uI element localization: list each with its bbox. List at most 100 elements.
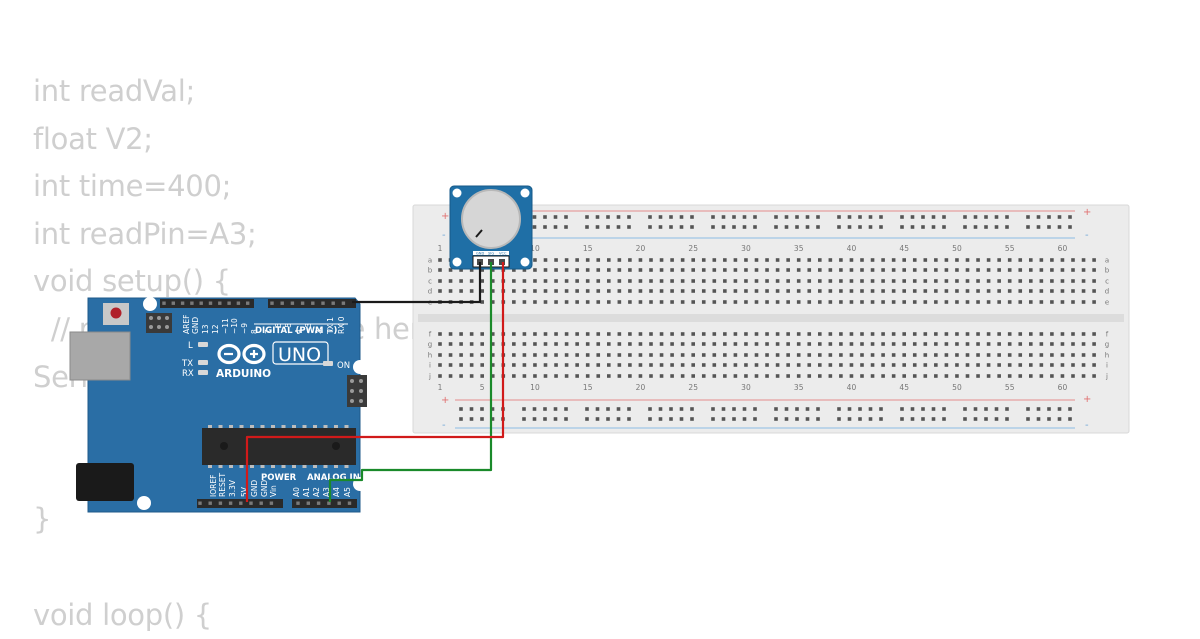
breadboard-hole[interactable] — [1092, 300, 1096, 304]
rail-hole[interactable] — [847, 225, 852, 229]
rail-hole[interactable] — [469, 417, 474, 421]
breadboard-hole[interactable] — [607, 363, 611, 367]
breadboard-hole[interactable] — [870, 300, 875, 304]
breadboard-hole[interactable] — [881, 353, 885, 357]
breadboard-hole[interactable] — [923, 268, 928, 272]
breadboard-hole[interactable] — [712, 289, 717, 293]
rail-hole[interactable] — [805, 215, 810, 219]
breadboard-hole[interactable] — [891, 300, 896, 304]
breadboard-hole[interactable] — [775, 300, 780, 304]
rail-hole[interactable] — [753, 407, 757, 411]
breadboard-hole[interactable] — [712, 332, 717, 336]
breadboard-hole[interactable] — [1060, 363, 1065, 367]
rail-hole[interactable] — [648, 417, 652, 421]
breadboard-hole[interactable] — [828, 258, 833, 262]
breadboard-hole[interactable] — [923, 258, 928, 262]
breadboard-hole[interactable] — [628, 289, 632, 293]
breadboard-hole[interactable] — [944, 300, 949, 304]
breadboard-hole[interactable] — [839, 374, 843, 378]
breadboard-hole[interactable] — [955, 279, 959, 283]
rail-hole[interactable] — [805, 417, 810, 421]
breadboard-hole[interactable] — [712, 342, 717, 346]
breadboard-hole[interactable] — [448, 279, 453, 283]
rail-hole[interactable] — [753, 417, 757, 421]
breadboard-hole[interactable] — [796, 300, 801, 304]
rail-hole[interactable] — [679, 215, 684, 219]
breadboard-hole[interactable] — [438, 363, 442, 367]
breadboard-hole[interactable] — [1081, 300, 1086, 304]
breadboard-hole[interactable] — [438, 332, 442, 336]
breadboard-hole[interactable] — [849, 363, 854, 367]
breadboard-hole[interactable] — [480, 289, 484, 293]
breadboard-hole[interactable] — [670, 289, 674, 293]
wire-signal[interactable] — [328, 262, 493, 502]
rail-hole[interactable] — [879, 215, 883, 219]
breadboard-hole[interactable] — [1039, 363, 1044, 367]
breadboard-hole[interactable] — [607, 258, 611, 262]
breadboard-hole[interactable] — [564, 258, 569, 262]
breadboard-hole[interactable] — [680, 279, 685, 283]
rail-hole[interactable] — [837, 215, 841, 219]
rail-hole[interactable] — [585, 225, 589, 229]
breadboard-hole[interactable] — [1081, 289, 1086, 293]
breadboard-hole[interactable] — [775, 289, 780, 293]
breadboard-hole[interactable] — [1029, 289, 1033, 293]
breadboard-hole[interactable] — [912, 363, 917, 367]
breadboard-hole[interactable] — [976, 332, 980, 336]
breadboard-hole[interactable] — [965, 258, 970, 262]
rail-hole[interactable] — [1068, 417, 1072, 421]
rail-hole[interactable] — [900, 407, 904, 411]
breadboard-hole[interactable] — [828, 279, 833, 283]
rail-hole[interactable] — [910, 215, 915, 219]
rail-hole[interactable] — [616, 225, 621, 229]
breadboard-hole[interactable] — [564, 342, 569, 346]
breadboard-hole[interactable] — [1029, 258, 1033, 262]
breadboard-hole[interactable] — [512, 268, 516, 272]
breadboard-hole[interactable] — [1060, 374, 1065, 378]
breadboard-hole[interactable] — [1007, 300, 1012, 304]
breadboard-hole[interactable] — [986, 268, 991, 272]
header-pin[interactable] — [236, 301, 241, 305]
breadboard-hole[interactable] — [944, 363, 949, 367]
breadboard-hole[interactable] — [680, 268, 685, 272]
breadboard-hole[interactable] — [902, 279, 906, 283]
breadboard-hole[interactable] — [765, 289, 769, 293]
breadboard-hole[interactable] — [564, 268, 569, 272]
breadboard-hole[interactable] — [533, 268, 537, 272]
header-pin[interactable] — [208, 501, 212, 505]
breadboard-hole[interactable] — [944, 268, 949, 272]
breadboard-hole[interactable] — [691, 353, 695, 357]
breadboard-hole[interactable] — [733, 363, 738, 367]
breadboard-hole[interactable] — [575, 342, 579, 346]
breadboard-hole[interactable] — [839, 332, 843, 336]
breadboard-hole[interactable] — [860, 342, 864, 346]
breadboard-hole[interactable] — [1060, 342, 1065, 346]
header-pin[interactable] — [341, 301, 346, 305]
breadboard-hole[interactable] — [934, 374, 938, 378]
rail-hole[interactable] — [606, 225, 610, 229]
breadboard-hole[interactable] — [554, 289, 558, 293]
breadboard-hole[interactable] — [997, 258, 1001, 262]
rail-hole[interactable] — [606, 407, 610, 411]
breadboard-hole[interactable] — [575, 268, 579, 272]
breadboard-hole[interactable] — [860, 300, 864, 304]
breadboard-hole[interactable] — [1050, 342, 1054, 346]
header-pin[interactable] — [300, 301, 305, 305]
rail-hole[interactable] — [931, 407, 936, 411]
breadboard-hole[interactable] — [902, 342, 906, 346]
analog-pin-header[interactable] — [292, 499, 357, 508]
breadboard-hole[interactable] — [701, 279, 706, 283]
breadboard-hole[interactable] — [554, 268, 558, 272]
potentiometer-knob[interactable] — [461, 189, 521, 249]
breadboard-hole[interactable] — [765, 332, 769, 336]
breadboard-hole[interactable] — [480, 300, 484, 304]
breadboard-hole[interactable] — [934, 258, 938, 262]
breadboard-hole[interactable] — [965, 363, 970, 367]
rail-hole[interactable] — [658, 417, 663, 421]
breadboard-hole[interactable] — [860, 363, 864, 367]
breadboard-hole[interactable] — [944, 374, 949, 378]
breadboard-hole[interactable] — [533, 374, 537, 378]
breadboard-hole[interactable] — [617, 332, 622, 336]
breadboard-hole[interactable] — [786, 258, 790, 262]
breadboard-hole[interactable] — [796, 342, 801, 346]
